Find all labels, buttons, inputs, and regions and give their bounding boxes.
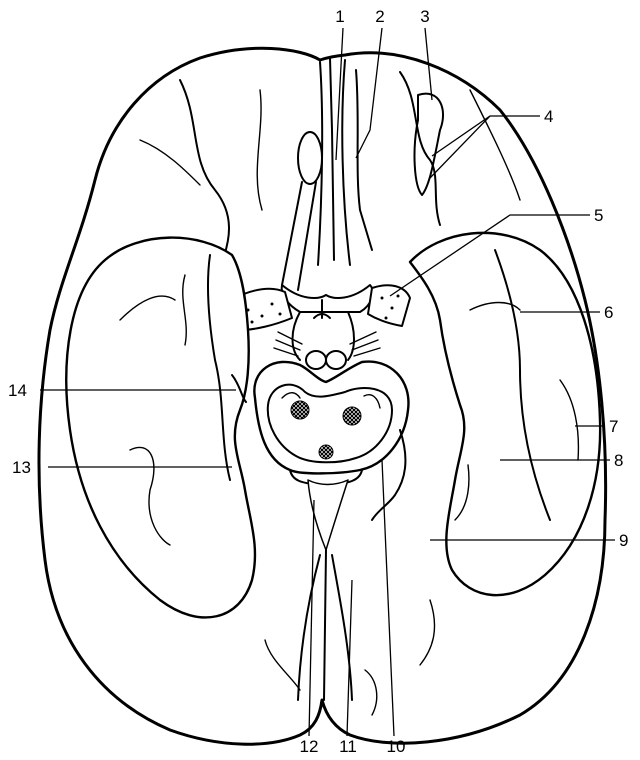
left-olfactory-bulb	[298, 132, 322, 184]
label-3: 3	[420, 7, 429, 26]
label-9: 9	[619, 531, 628, 550]
label-11: 11	[339, 737, 357, 756]
label-8: 8	[614, 451, 623, 470]
label-12: 12	[300, 737, 319, 756]
label-1: 1	[335, 7, 344, 26]
label-10: 10	[387, 737, 406, 756]
label-14: 14	[8, 381, 27, 400]
label-4: 4	[544, 107, 553, 126]
label-6: 6	[604, 303, 613, 322]
label-7: 7	[609, 417, 618, 436]
label-2: 2	[375, 7, 384, 26]
label-5: 5	[594, 206, 603, 225]
label-13: 13	[12, 458, 31, 477]
